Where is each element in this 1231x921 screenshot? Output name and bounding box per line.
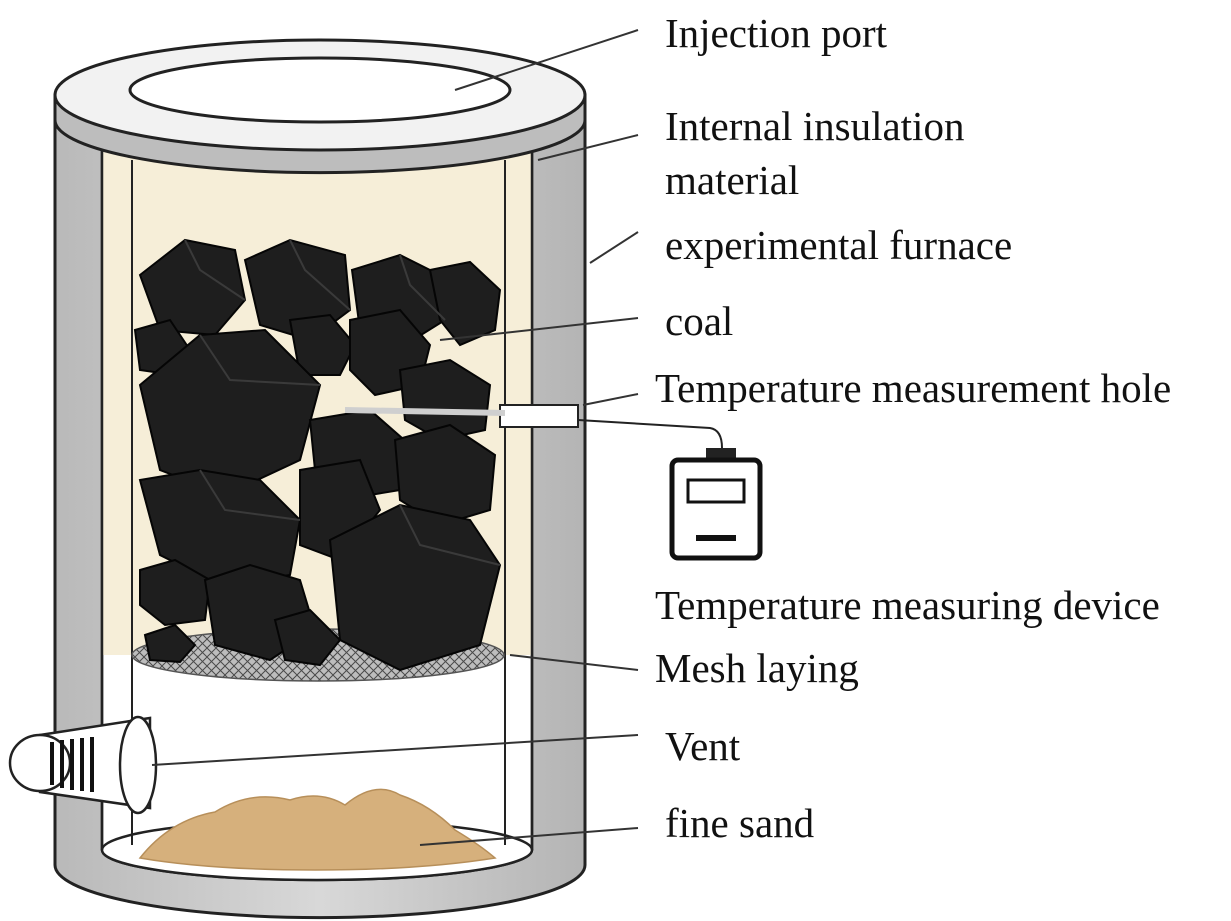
label-internal-insulation-line2: material	[665, 157, 800, 203]
label-temperature-measuring-device: Temperature measuring device	[655, 582, 1160, 628]
sand-pile-icon	[138, 788, 497, 871]
temperature-measurement-hole	[344, 404, 723, 458]
injection-port-opening	[128, 56, 512, 124]
coal-lump-icon	[133, 238, 502, 672]
label-internal-insulation-line1: Internal insulation	[665, 103, 965, 149]
label-coal: coal	[665, 298, 734, 344]
label-experimental-furnace: experimental furnace	[665, 222, 1013, 268]
label-fine-sand: fine sand	[665, 800, 815, 846]
label-injection-port: Injection port	[665, 10, 888, 56]
label-temperature-measurement-hole: Temperature measurement hole	[655, 365, 1172, 411]
label-mesh-laying: Mesh laying	[655, 645, 859, 691]
thermometer-device-icon	[669, 448, 763, 561]
furnace-lid	[53, 38, 587, 175]
leader-lines	[151, 29, 639, 846]
label-vent: Vent	[665, 723, 741, 769]
vent-grille-icon	[8, 715, 158, 815]
